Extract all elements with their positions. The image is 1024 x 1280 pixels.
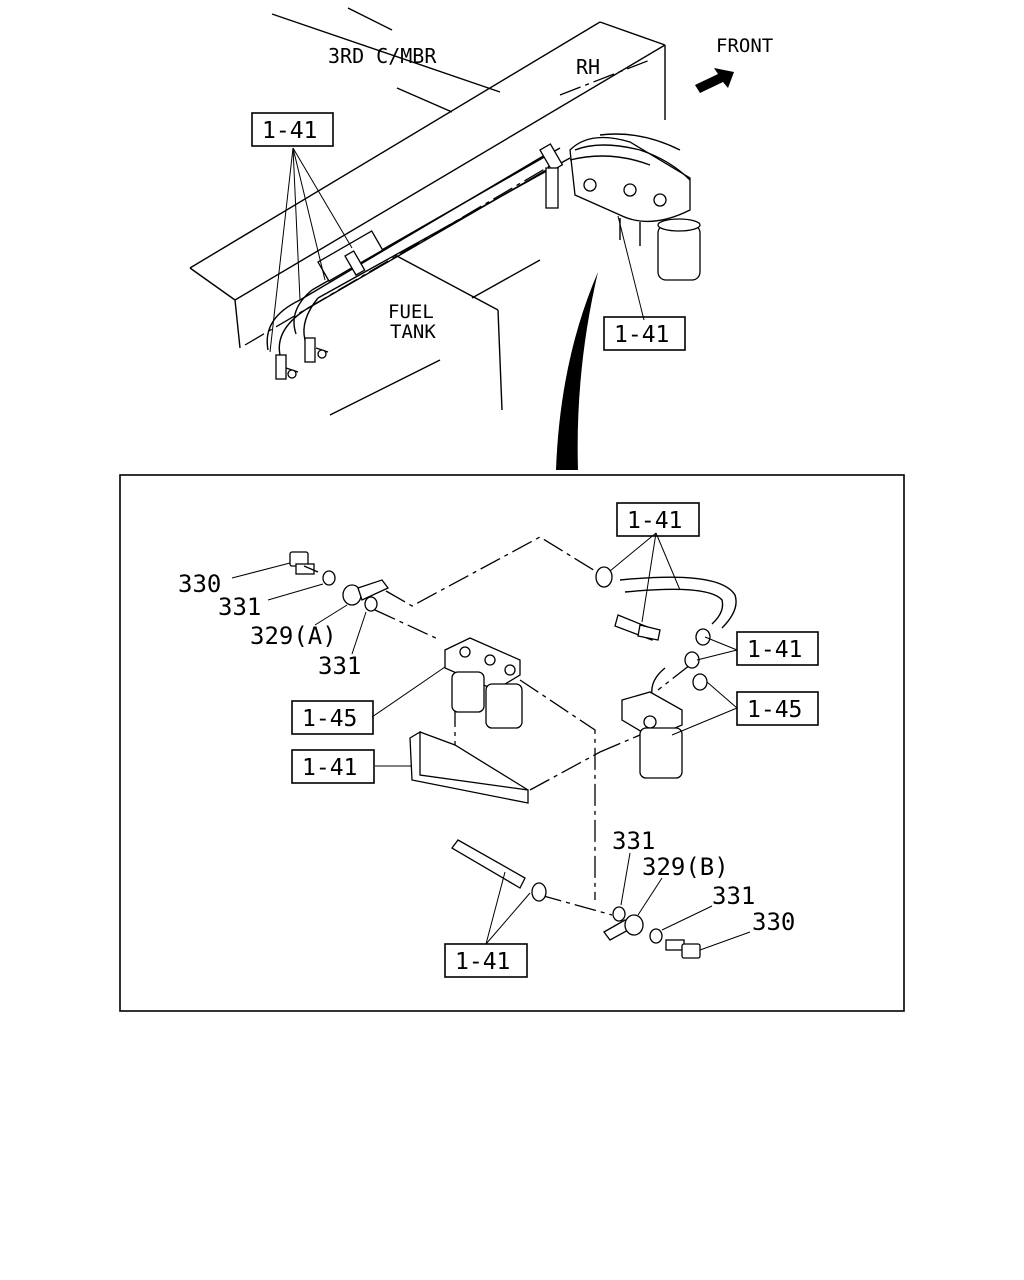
- fuel-filter-right: [621, 691, 683, 779]
- tank-label: TANK: [390, 321, 436, 343]
- svg-text:1-41: 1-41: [747, 637, 802, 663]
- leader-lines: [231, 532, 751, 951]
- member-label: 3RD C/MBR: [328, 44, 437, 68]
- banjo-bolt-330: [665, 939, 701, 959]
- connection-lines: [374, 536, 691, 916]
- arrow-right-icon: [695, 68, 734, 93]
- bottom-pipe: [451, 839, 547, 902]
- ref-box-1-45: 1-45: [291, 700, 374, 735]
- svg-text:1-41: 1-41: [614, 322, 669, 348]
- washer-331: [322, 570, 336, 586]
- washer-331: [649, 928, 663, 944]
- detail-callout-arrow: [556, 272, 598, 470]
- ref-box-1-41: 1-41: [736, 631, 819, 666]
- svg-text:1-41: 1-41: [262, 118, 317, 144]
- ref-box-1-41: 1-41: [291, 749, 375, 784]
- svg-text:1-41: 1-41: [627, 508, 682, 534]
- washer-331: [612, 906, 626, 922]
- overview-view: 3RD C/MBR RH FRONT FUEL TANK 1-41 1-41: [189, 7, 773, 470]
- part-number-329a: 329(A): [250, 622, 337, 650]
- front-label: FRONT: [716, 35, 773, 57]
- part-number-331: 331: [612, 827, 655, 855]
- part-number-331: 331: [218, 593, 261, 621]
- ref-box-1-41: 1-41: [444, 943, 528, 978]
- rh-label: RH: [576, 55, 600, 79]
- fuel-tank: [329, 254, 541, 416]
- hose-assembly-right: [595, 566, 737, 696]
- banjo-fitting-329b: [603, 914, 644, 941]
- fuel-label: FUEL: [388, 301, 434, 323]
- filter-assembly-overview: [545, 133, 701, 281]
- svg-text:1-45: 1-45: [302, 706, 357, 732]
- detail-frame: [119, 474, 905, 1012]
- fuel-filter-left: [444, 637, 523, 729]
- part-number-330: 330: [752, 908, 795, 936]
- part-number-329b: 329(B): [642, 853, 729, 881]
- ref-box-1-45: 1-45: [736, 691, 819, 726]
- part-number-331: 331: [712, 882, 755, 910]
- fuel-pipes: [266, 143, 571, 356]
- ref-box-1-41: 1-41: [251, 112, 334, 147]
- part-number-331: 331: [318, 652, 361, 680]
- pipe-end-fittings: [275, 337, 329, 380]
- svg-text:1-45: 1-45: [747, 697, 802, 723]
- part-number-330: 330: [178, 570, 221, 598]
- washer-331: [364, 596, 378, 612]
- ref-box-1-41: 1-41: [603, 316, 686, 351]
- detail-view: 330 331 329(A) 331 331 329(B) 331 330 1-…: [119, 474, 905, 1012]
- svg-text:1-41: 1-41: [455, 949, 510, 975]
- banjo-bolt-330: [289, 551, 319, 575]
- ref-box-1-41: 1-41: [616, 502, 700, 537]
- banjo-fitting-329a: [342, 579, 390, 606]
- mounting-bracket: [409, 730, 529, 804]
- svg-text:1-41: 1-41: [302, 755, 357, 781]
